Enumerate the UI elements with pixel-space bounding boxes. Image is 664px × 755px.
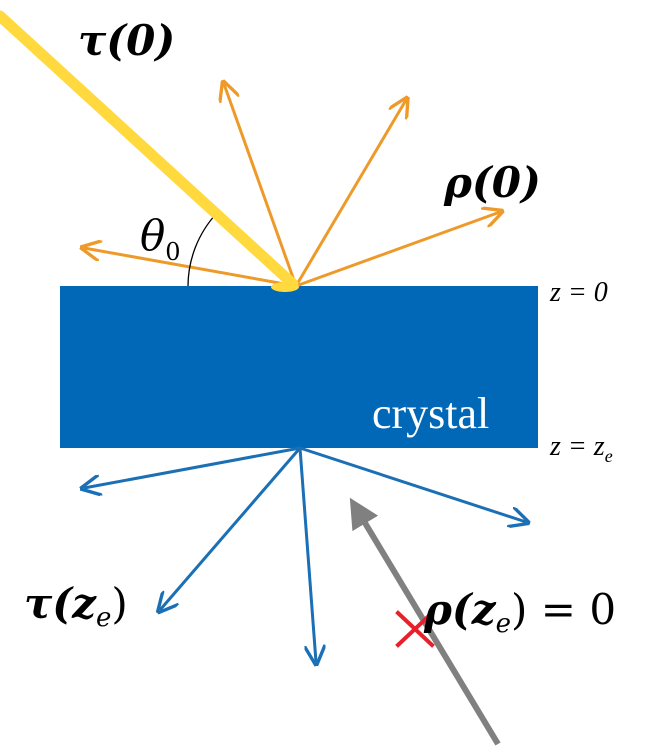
transmitted-ray-down <box>298 447 316 662</box>
transmitted-ray-down-left <box>160 447 302 610</box>
label-tau-0: τ(0) <box>78 16 175 65</box>
incident-beam <box>0 10 299 290</box>
angle-arc <box>187 213 217 287</box>
reflected-ray-right <box>295 212 500 288</box>
reflected-rays <box>84 84 500 288</box>
label-theta-0: θ0 <box>140 211 181 266</box>
crystal-label: crystal <box>372 389 489 438</box>
label-z-e: z = ze <box>549 431 613 466</box>
label-rho-0: ρ(0) <box>443 158 541 207</box>
reflected-ray-up-left <box>224 84 298 287</box>
backside-beam <box>349 497 501 746</box>
transmitted-ray-left <box>84 446 301 488</box>
label-tau-ze: τ(ze) <box>24 579 128 633</box>
reflected-ray-up-right <box>294 100 406 287</box>
label-z-0: z = 0 <box>549 277 608 308</box>
label-rho-ze: ρ(ze) = 0 <box>423 585 616 639</box>
crystal-block <box>60 286 538 448</box>
beam-spot <box>271 282 299 292</box>
transmitted-rays <box>84 446 526 662</box>
transmitted-ray-right <box>299 446 526 522</box>
cross-mark-icon <box>395 610 435 648</box>
